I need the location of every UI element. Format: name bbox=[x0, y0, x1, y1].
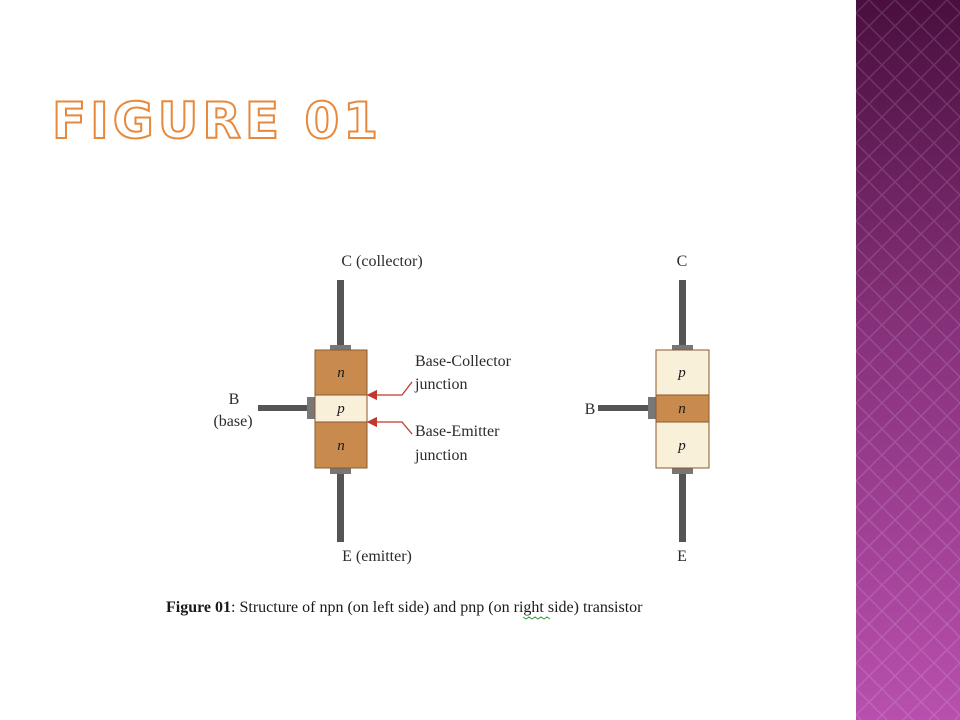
pnp-emitter-contact bbox=[672, 468, 693, 474]
npn-bottom-region bbox=[314, 421, 368, 469]
pnp-base-contact bbox=[648, 397, 656, 419]
npn-transistor: n p n C (collector) E (emitter) B (base)… bbox=[213, 253, 511, 565]
caption-text: : Structure of npn (on left side) and pn… bbox=[231, 599, 643, 616]
npn-top-region bbox=[314, 349, 368, 396]
pnp-base-label: B bbox=[585, 401, 596, 418]
pnp-emitter-lead bbox=[679, 472, 686, 542]
pnp-collector-label: C bbox=[677, 253, 688, 270]
npn-base-sublabel: (base) bbox=[213, 413, 252, 430]
npn-middle-region bbox=[314, 394, 368, 423]
npn-base-label: B bbox=[229, 391, 240, 408]
bc-junction-arrow bbox=[366, 381, 413, 401]
bc-junction-sublabel: junction bbox=[414, 376, 467, 393]
figure-caption: Figure 01: Structure of npn (on left sid… bbox=[166, 599, 643, 616]
pnp-top-region bbox=[655, 349, 710, 396]
npn-emitter-label: E (emitter) bbox=[342, 548, 412, 565]
sidebar-decoration bbox=[856, 0, 960, 720]
be-junction-arrow bbox=[366, 416, 413, 435]
npn-base-contact bbox=[307, 397, 315, 419]
transistor-diagram: n p n C (collector) E (emitter) B (base)… bbox=[166, 253, 710, 620]
npn-middle-region-label: p bbox=[336, 401, 345, 417]
npn-base-lead bbox=[258, 405, 315, 411]
npn-collector-label: C (collector) bbox=[341, 253, 422, 270]
slide-title: Figure 01 bbox=[51, 92, 383, 150]
npn-emitter-lead bbox=[337, 472, 344, 542]
bc-junction-label: Base-Collector bbox=[415, 353, 512, 370]
be-junction-label: Base-Emitter bbox=[415, 423, 500, 440]
pnp-transistor: p n p C E B bbox=[585, 253, 710, 565]
pnp-collector-lead bbox=[679, 280, 686, 350]
pnp-bottom-region bbox=[655, 421, 710, 469]
be-junction-sublabel: junction bbox=[414, 447, 467, 464]
npn-bottom-region-label: n bbox=[337, 438, 345, 454]
npn-emitter-contact bbox=[330, 468, 351, 474]
pnp-top-region-label: p bbox=[677, 365, 686, 381]
caption-bold: Figure 01 bbox=[166, 599, 231, 616]
pnp-emitter-label: E bbox=[677, 548, 687, 565]
npn-collector-lead bbox=[337, 280, 344, 350]
spellcheck-squiggle bbox=[522, 616, 551, 620]
npn-top-region-label: n bbox=[337, 365, 345, 381]
pnp-middle-region-label: n bbox=[678, 401, 686, 417]
npn-collector-contact bbox=[330, 345, 351, 351]
pnp-base-lead bbox=[598, 405, 655, 411]
pnp-middle-region bbox=[655, 394, 710, 423]
pnp-collector-contact bbox=[672, 345, 693, 351]
pnp-bottom-region-label: p bbox=[677, 438, 686, 454]
